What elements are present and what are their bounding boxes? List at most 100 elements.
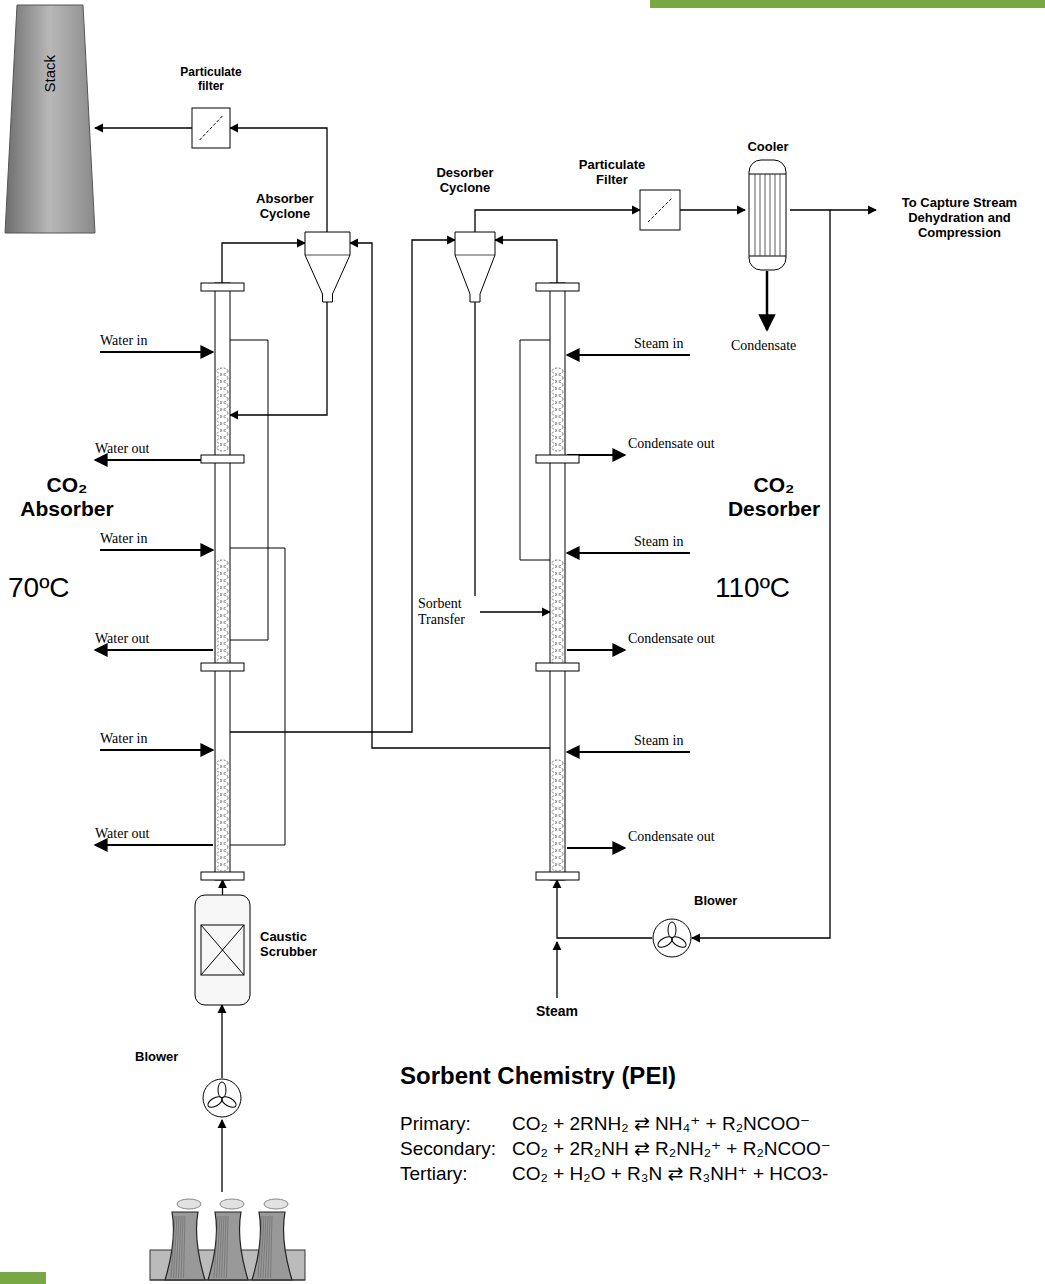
flow-connector — [680, 209, 745, 210]
tower-shade — [227, 1216, 229, 1278]
cooling-coil — [552, 410, 563, 416]
cooling-coil — [217, 844, 228, 850]
flow-arrow — [95, 844, 213, 846]
tower-shade — [176, 1216, 179, 1278]
temperature-label: 70ºC — [8, 572, 118, 604]
cooling-coil — [217, 396, 228, 402]
flow-connector — [222, 880, 223, 895]
flow-arrow — [766, 271, 769, 330]
flow-arrow — [221, 1120, 222, 1192]
green-bar — [0, 1272, 46, 1284]
cooling-coil — [217, 830, 228, 836]
component-label: Particulate Filter — [566, 158, 658, 188]
cooling-coil — [217, 623, 228, 629]
filter-media — [648, 198, 672, 222]
cooling-coil — [217, 438, 228, 444]
blower-casing — [653, 919, 691, 957]
flange — [536, 663, 579, 671]
caustic-scrubber-shape — [195, 895, 250, 1005]
cooling-coil — [217, 375, 228, 381]
particulate-filter: Particulate filter — [192, 108, 230, 148]
cooling-coil — [217, 788, 228, 794]
cooling-coil — [217, 581, 228, 587]
cooling-coil — [217, 382, 228, 388]
cooling-coil — [217, 816, 228, 822]
cooling-coil — [552, 644, 563, 650]
scrubber-vessel — [195, 895, 250, 1005]
cooling-coil — [217, 389, 228, 395]
cooling-coil — [552, 431, 563, 437]
cooling-coil — [552, 788, 563, 794]
tower-shade — [181, 1216, 183, 1278]
tower-shade — [268, 1216, 270, 1278]
steam-puff — [177, 1199, 201, 1209]
cooling-coil — [552, 438, 563, 444]
flow-arrow — [567, 847, 625, 849]
packing-cross — [201, 925, 244, 975]
tube-sheet — [749, 174, 786, 175]
component-label: Cooler — [737, 140, 799, 155]
cooling-coil — [552, 581, 563, 587]
cooling-coil — [217, 781, 228, 787]
chemistry-text: CO₂ + 2R₂NH ⇄ R₂NH₂⁺ + R₂NCOO⁻ — [512, 1138, 912, 1160]
flow-connector — [230, 240, 455, 732]
flow-connector — [221, 1005, 222, 1078]
cooling-coil — [552, 767, 563, 773]
cooling-coil — [217, 837, 228, 843]
flow-connector — [350, 243, 550, 748]
cooling-coil — [552, 823, 563, 829]
cooling-coil — [217, 595, 228, 601]
cooling-coil — [217, 795, 228, 801]
chemistry-text: Secondary: — [400, 1138, 505, 1160]
stream-label: Water in — [100, 333, 180, 349]
stack-shape — [5, 5, 95, 233]
cooling-coil — [217, 767, 228, 773]
cooler: Cooler — [745, 160, 790, 270]
cooling-coil — [552, 837, 563, 843]
cooling-coil — [217, 651, 228, 657]
tower-shade — [184, 1216, 186, 1278]
cooling-tower — [208, 1212, 248, 1280]
cooling-coil — [217, 424, 228, 430]
cooling-tower — [165, 1212, 205, 1280]
cooling-coil — [217, 368, 228, 374]
cooling-coil — [552, 830, 563, 836]
cooling-coil — [552, 445, 563, 451]
cooling-coil — [217, 637, 228, 643]
tower-shade — [258, 1216, 262, 1278]
cooling-coil — [552, 760, 563, 766]
absorber-cyclone: Absorber Cyclone — [305, 232, 350, 302]
tower-shade — [266, 1216, 269, 1278]
cooler-tube — [765, 174, 766, 256]
cooling-coil — [552, 774, 563, 780]
cooling-coil — [217, 616, 228, 622]
stream-label: Water in — [100, 531, 180, 547]
cooling-coil — [552, 616, 563, 622]
cooling-coil — [217, 630, 228, 636]
cooler-tube — [760, 174, 761, 256]
absorber-column: CO₂ Absorber70ºC — [215, 283, 230, 880]
desorber-cyclone: Desorber Cyclone — [455, 232, 495, 302]
tower-shade — [179, 1216, 182, 1278]
cooler-tube — [780, 174, 781, 256]
component-label: Stack — [41, 39, 58, 109]
cooling-coil — [217, 809, 228, 815]
cooling-coil — [217, 802, 228, 808]
component-label: CO₂ Absorber — [8, 473, 126, 521]
cooling-coil — [552, 781, 563, 787]
tower-shade — [214, 1216, 218, 1278]
transfer-line — [230, 548, 285, 845]
flange — [201, 663, 244, 671]
filter-media — [200, 116, 223, 140]
cooling-coil — [552, 865, 563, 871]
stream-label: Water in — [100, 731, 180, 747]
desorber-column-shape — [550, 283, 565, 880]
cooling-coil — [552, 403, 563, 409]
tower-shade — [222, 1216, 225, 1278]
flow-connector — [557, 880, 652, 938]
cooling-coil — [552, 424, 563, 430]
flow-arrow — [567, 649, 625, 651]
cooling-tower — [252, 1212, 292, 1280]
